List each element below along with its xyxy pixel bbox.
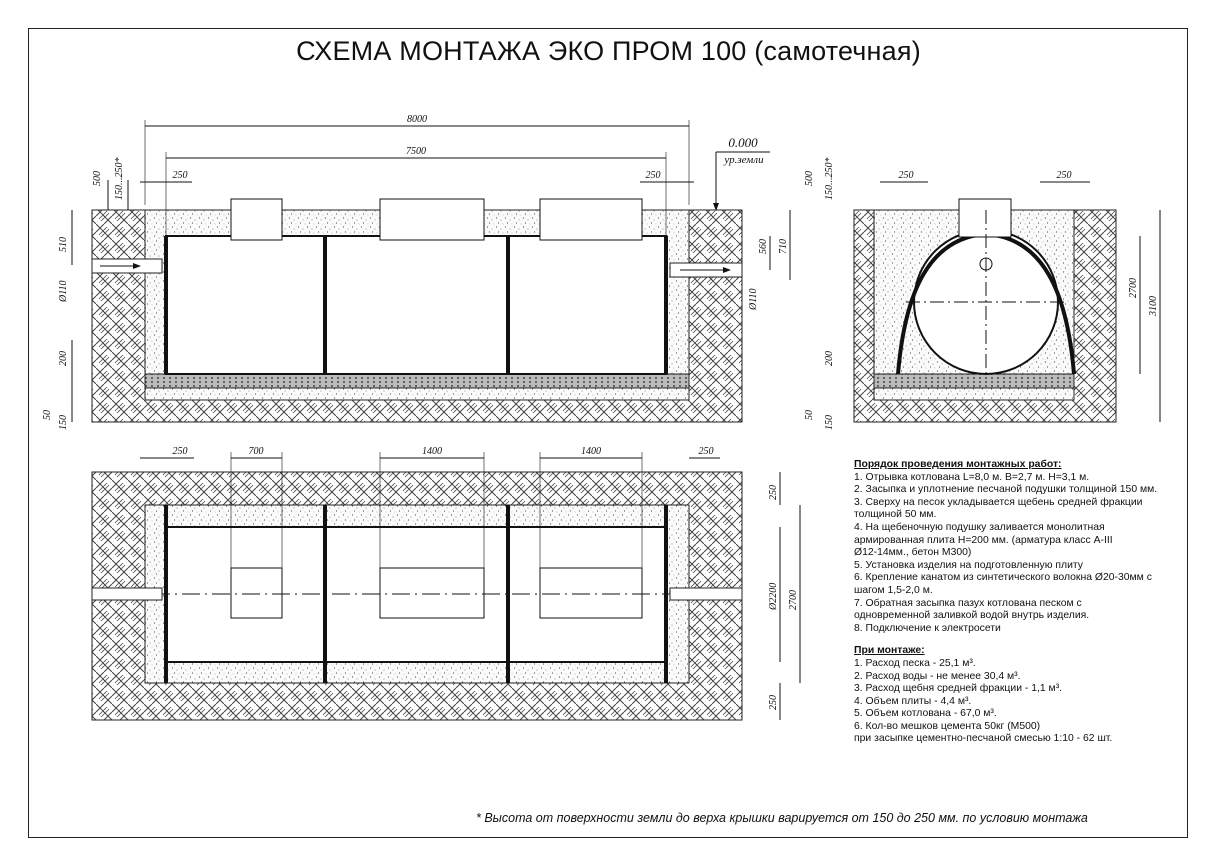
pipe-out-diameter: Ø110 (748, 289, 759, 311)
footnote: * Высота от поверхности земли до верха к… (476, 811, 1088, 825)
works-line: 8. Подключение к электросети (854, 622, 1001, 634)
works-line: 5. Установка изделия на подготовленную п… (854, 559, 1083, 571)
mount-line: 2. Расход воды - не менее 30,4 м³. (854, 670, 1021, 682)
installation-notes: Порядок проведения монтажных работ: 1. О… (854, 459, 1194, 746)
plan-dim-700: 700 (249, 446, 264, 457)
plan-dim-1400-a: 1400 (422, 446, 442, 457)
mount-line: при засыпке цементно-песчаной смесью 1:1… (854, 733, 1113, 745)
cross-dim-200: 200 (824, 351, 835, 366)
cross-dim-3100: 3100 (1148, 296, 1159, 317)
dim-560: 560 (758, 239, 769, 254)
works-line: одновременной заливкой водой внутрь изде… (854, 610, 1090, 622)
mount-line: 4. Объем плиты - 4,4 м³. (854, 695, 972, 707)
cross-dim-250-left: 250 (899, 170, 914, 181)
plan-dim-250-top: 250 (768, 485, 779, 500)
works-line: 7. Обратная засыпка пазух котлована песк… (854, 597, 1082, 609)
dim-500: 500 (92, 171, 103, 186)
dim-8000: 8000 (407, 114, 427, 125)
longitudinal-section (71, 120, 791, 423)
plan-dim-2700: 2700 (788, 590, 799, 610)
dim-250-right: 250 (646, 170, 661, 181)
ground-level-value: 0.000 (728, 135, 758, 150)
mount-line: 3. Расход щебня средней фракции - 1,1 м³… (854, 683, 1063, 695)
pipe-in-diameter: Ø110 (58, 281, 69, 303)
works-line: 6. Крепление канатом из синтетического в… (854, 572, 1152, 584)
ground-level-label: ур.земли (723, 154, 764, 166)
dim-7500: 7500 (406, 146, 426, 157)
dim-150-250: 150...250* (114, 158, 125, 201)
plan-dim-diameter: Ø2200 (768, 583, 779, 611)
works-line: 4. На щебеночную подушку заливается моно… (854, 521, 1105, 533)
plan-dim-1400-b: 1400 (581, 446, 601, 457)
cross-dim-2700: 2700 (1128, 278, 1139, 298)
mount-heading: При монтаже: (854, 645, 925, 657)
cross-dim-250-right: 250 (1057, 170, 1072, 181)
dim-50: 50 (42, 410, 53, 420)
works-line: шагом 1,5-2,0 м. (854, 584, 933, 596)
mount-line: 6. Кол-во мешков цемента 50кг (М500) (854, 720, 1041, 732)
works-line: 1. Отрывка котлована L=8,0 м. B=2,7 м. H… (854, 471, 1090, 483)
cross-dim-150: 150 (824, 415, 835, 430)
plan-view (91, 452, 801, 721)
cross-section (853, 181, 1161, 423)
plan-dim-250-bottom: 250 (768, 695, 779, 710)
cross-dim-500: 500 (804, 171, 815, 186)
mount-line: 5. Объем котлована - 67,0 м³. (854, 708, 997, 720)
works-line: 2. Засыпка и уплотнение песчаной подушки… (854, 484, 1158, 496)
dim-510: 510 (58, 237, 69, 252)
dim-710: 710 (778, 239, 789, 254)
works-line: Ø12-14мм., бетон М300) (854, 547, 972, 559)
works-line: армированная плита H=200 мм. (арматура к… (854, 534, 1113, 546)
plan-dim-250-right: 250 (699, 446, 714, 457)
cross-dim-150-250: 150...250* (824, 158, 835, 201)
mount-line: 1. Расход песка - 25,1 м³. (854, 657, 976, 669)
plan-dim-250-left: 250 (173, 446, 188, 457)
works-line: 3. Сверху на песок укладывается щебень с… (854, 496, 1143, 508)
dim-250-left: 250 (173, 170, 188, 181)
works-line: толщиной 50 мм. (854, 509, 937, 521)
works-heading: Порядок проведения монтажных работ: (854, 459, 1062, 470)
dim-150: 150 (58, 415, 69, 430)
drawing-title: СХЕМА МОНТАЖА ЭКО ПРОМ 100 (самотечная) (296, 36, 921, 66)
drawing-frame (28, 28, 1188, 838)
dim-200: 200 (58, 351, 69, 366)
cross-dim-50: 50 (804, 410, 815, 420)
